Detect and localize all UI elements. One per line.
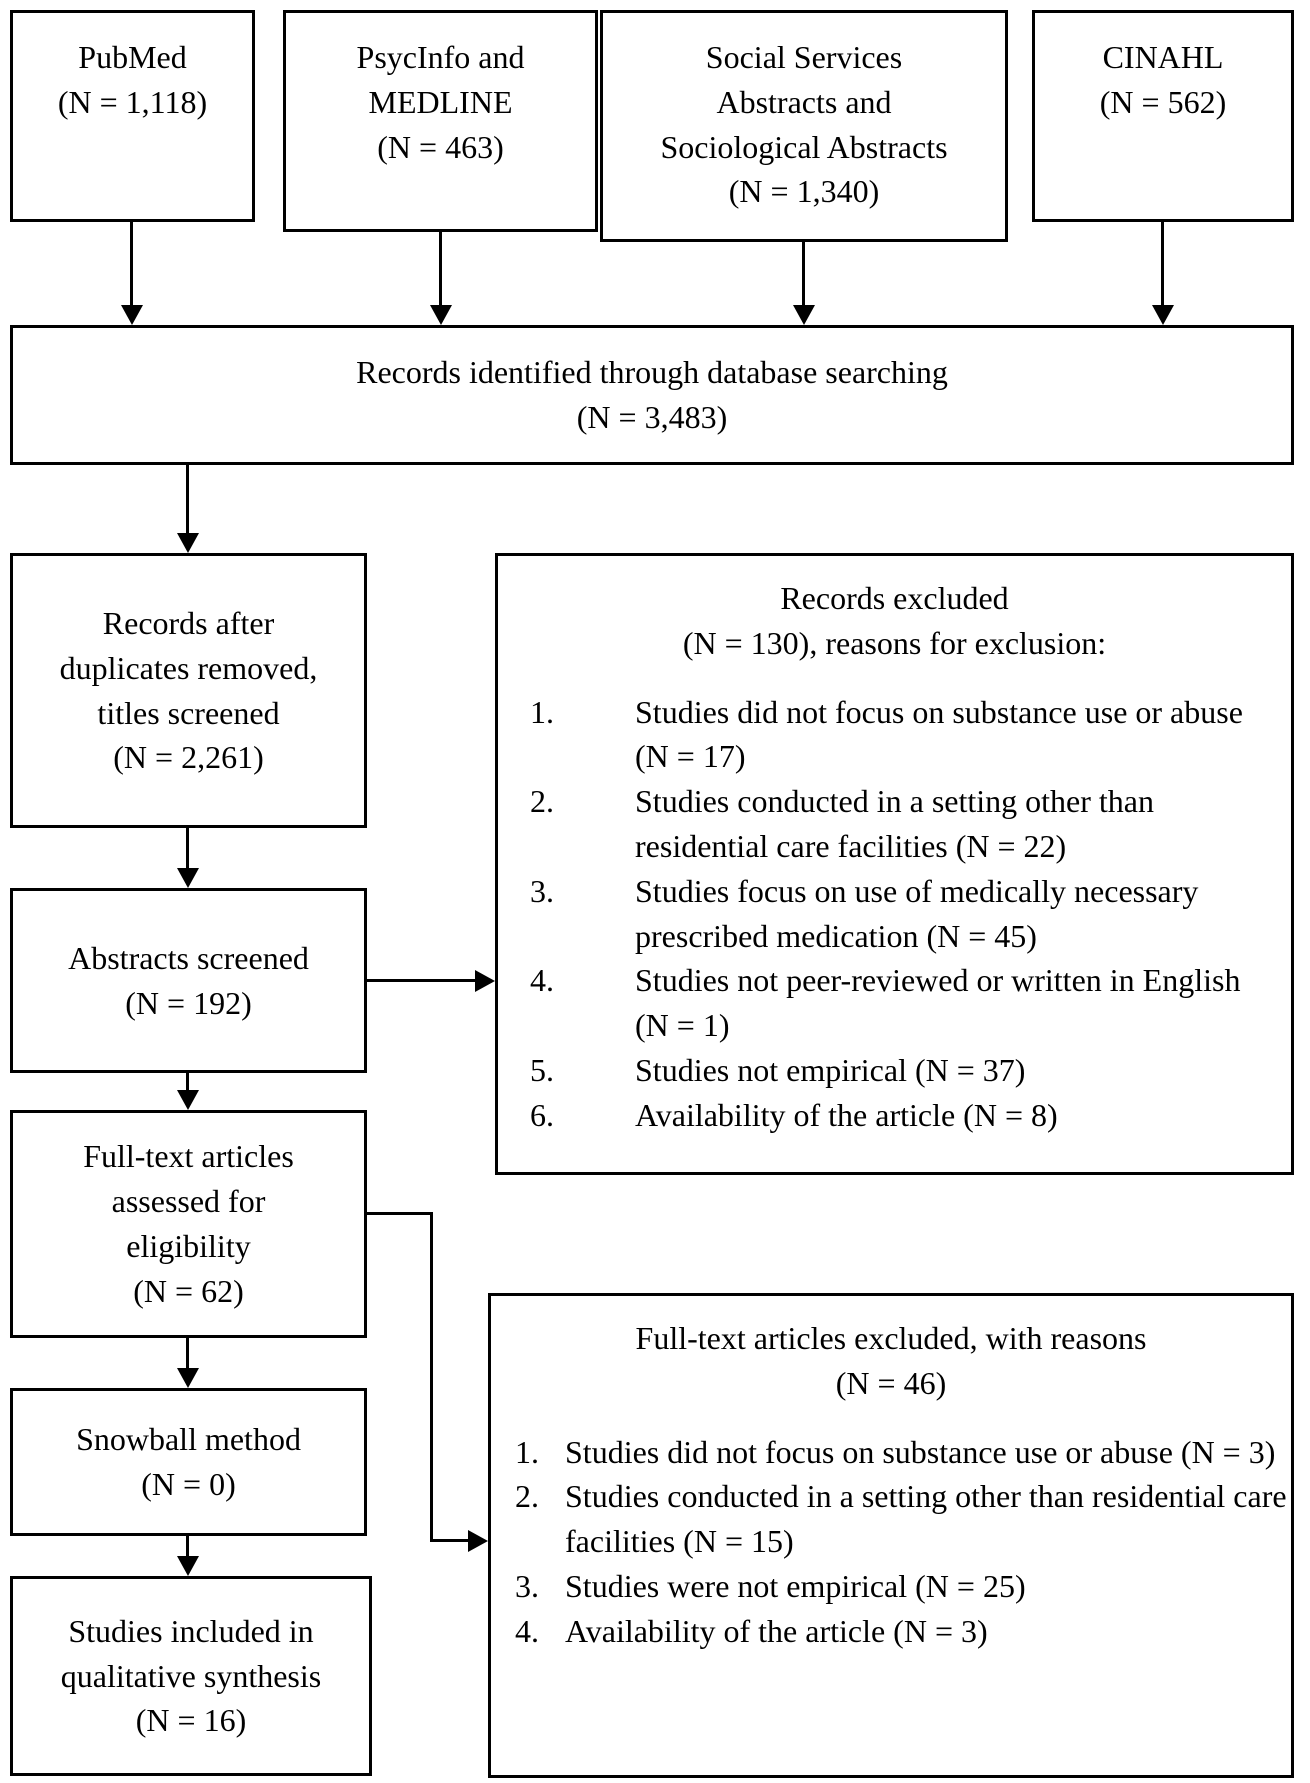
arrow-pubmed-to-identified (130, 222, 133, 305)
arrow-fulltext-to-snowball (186, 1338, 189, 1368)
arrow-social-services-to-identified (802, 242, 805, 305)
source-box-pubmed: PubMed (N = 1,118) (10, 10, 255, 222)
exclusion-item: 2. Studies conducted in a setting other … (491, 1474, 1291, 1564)
item-text: Availability of the article (N = 8) (635, 1096, 1058, 1133)
item-number: 3. (515, 1567, 539, 1604)
item-number: 6. (530, 1096, 554, 1133)
arrow-abstracts-to-fulltext (186, 1073, 189, 1090)
item-number: 2. (515, 1478, 539, 1515)
fulltext-excluded-box: Full-text articles excluded, with reason… (488, 1293, 1294, 1778)
arrow-abstracts-to-records-excluded (367, 979, 475, 982)
full-text-assessed-box: Full-text articles assessed for eligibil… (10, 1110, 367, 1338)
item-number: 1. (515, 1433, 539, 1470)
records-excluded-box: Records excluded (N = 130), reasons for … (495, 553, 1294, 1175)
item-number: 3. (530, 872, 554, 909)
snowball-method-text: Snowball method (N = 0) (76, 1421, 301, 1502)
arrow-cinahl-to-identified (1161, 222, 1164, 305)
item-text: Availability of the article (N = 3) (565, 1612, 988, 1649)
exclusion-item: 2. Studies conducted in a setting other … (498, 779, 1291, 869)
fulltext-excluded-title: Full-text articles excluded, with reason… (635, 1320, 1147, 1356)
arrow-snowball-to-included (186, 1536, 189, 1556)
records-identified-box: Records identified through database sear… (10, 325, 1294, 465)
exclusion-item: 5. Studies not empirical (N = 37) (498, 1048, 1291, 1093)
item-text: Studies conducted in a setting other tha… (635, 783, 1154, 864)
records-excluded-title: Records excluded (780, 580, 1009, 616)
abstracts-screened-box: Abstracts screened (N = 192) (10, 888, 367, 1073)
source-box-cinahl-text: CINAHL (N = 562) (1099, 39, 1227, 120)
exclusion-item: 3. Studies focus on use of medically nec… (498, 869, 1291, 959)
connector-fulltext-horizontal (367, 1212, 433, 1215)
records-identified-text: Records identified through database sear… (356, 354, 948, 435)
source-box-psycinfo-medline-text: PsycInfo and MEDLINE (N = 463) (356, 39, 525, 165)
abstracts-screened-text: Abstracts screened (N = 192) (68, 939, 309, 1021)
records-excluded-subtitle: (N = 130), reasons for exclusion: (682, 624, 1107, 661)
exclusion-item: 1. Studies did not focus on substance us… (498, 690, 1291, 780)
source-box-social-services-text: Social Services Abstracts and Sociologic… (660, 39, 948, 210)
item-text: Studies not empirical (N = 37) (635, 1051, 1026, 1088)
exclusion-item: 1. Studies did not focus on substance us… (491, 1430, 1291, 1475)
item-text: Studies focus on use of medically necess… (635, 872, 1199, 954)
fulltext-excluded-subtitle: (N = 46) (835, 1364, 947, 1401)
records-after-duplicates-text: Records after duplicates removed, titles… (59, 604, 318, 776)
arrow-psycinfo-to-identified (439, 232, 442, 305)
item-text: Studies did not focus on substance use o… (635, 693, 1243, 775)
arrow-identified-to-duplicates (186, 465, 189, 533)
item-text: Studies conducted in a setting other tha… (565, 1478, 1287, 1560)
item-text: Studies not peer-reviewed or written in … (635, 962, 1241, 1044)
connector-fulltext-vertical (430, 1212, 433, 1542)
records-excluded-list: 1. Studies did not focus on substance us… (498, 690, 1291, 1138)
item-number: 2. (530, 783, 554, 820)
item-number: 1. (530, 693, 554, 730)
source-box-psycinfo-medline: PsycInfo and MEDLINE (N = 463) (283, 10, 598, 232)
exclusion-item: 4. Studies not peer-reviewed or written … (498, 958, 1291, 1048)
source-box-pubmed-text: PubMed (N = 1,118) (57, 39, 208, 120)
full-text-assessed-text: Full-text articles assessed for eligibil… (83, 1138, 294, 1309)
exclusion-item: 6. Availability of the article (N = 8) (498, 1093, 1291, 1138)
exclusion-item: 3. Studies were not empirical (N = 25) (491, 1564, 1291, 1609)
item-number: 4. (530, 962, 554, 999)
item-text: Studies were not empirical (N = 25) (565, 1567, 1026, 1604)
item-number: 4. (515, 1612, 539, 1649)
studies-included-box: Studies included in qualitative synthesi… (10, 1576, 372, 1776)
source-box-cinahl: CINAHL (N = 562) (1032, 10, 1294, 222)
item-text: Studies did not focus on substance use o… (565, 1433, 1276, 1470)
exclusion-item: 4. Availability of the article (N = 3) (491, 1609, 1291, 1654)
arrow-duplicates-to-abstracts (186, 828, 189, 868)
fulltext-excluded-list: 1. Studies did not focus on substance us… (491, 1430, 1291, 1654)
snowball-method-box: Snowball method (N = 0) (10, 1388, 367, 1536)
item-number: 5. (530, 1051, 554, 1088)
arrow-fulltext-to-fulltext-excluded (430, 1539, 468, 1542)
studies-included-text: Studies included in qualitative synthesi… (60, 1612, 322, 1739)
records-after-duplicates-box: Records after duplicates removed, titles… (10, 553, 367, 828)
source-box-social-services: Social Services Abstracts and Sociologic… (600, 10, 1008, 242)
